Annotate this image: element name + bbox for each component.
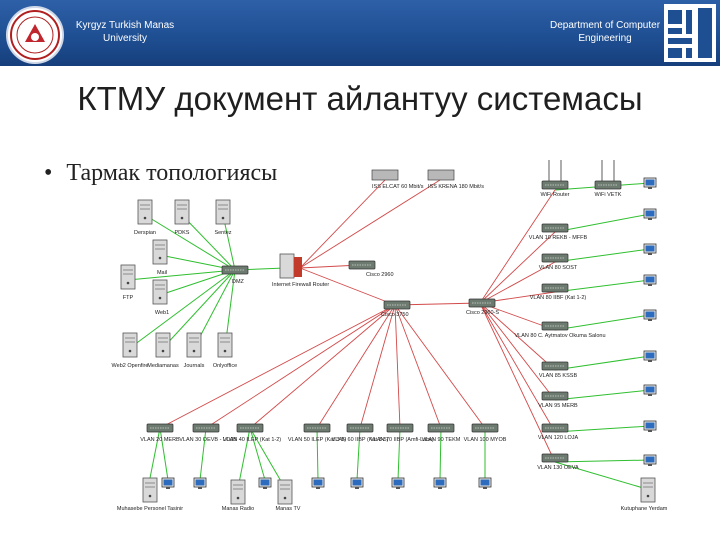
server-labels: Derspian PDKS Sentez Mail FTP Web1 Web2 … <box>112 230 238 369</box>
server-label: PDKS <box>175 230 190 236</box>
header-bar: Kyrgyz Turkish Manas University Departme… <box>0 0 720 66</box>
server-icon <box>217 332 233 358</box>
server-label: Journals <box>184 363 205 369</box>
server-icon <box>186 332 202 358</box>
client-label: Muhasebe Personel Tasinir <box>117 506 183 512</box>
core-label: Cisco 2960 <box>366 272 394 278</box>
server-label: Onlyoffice <box>213 363 237 369</box>
vlan-label: VLAN 60 IIBP (Kat 3-5) <box>332 437 389 443</box>
vlan-label: VLAN 80 SOST <box>539 265 578 271</box>
server-icon <box>122 332 138 358</box>
vlan-label: VLAN 30 OEVB - LOJB <box>179 437 237 443</box>
server-label: Sentez <box>214 230 231 236</box>
server-label: Derspian <box>134 230 156 236</box>
isp-label: ISS ELCAT 60 Mbit/s <box>372 184 424 190</box>
right-vlans: WiFi Router WiFi VETK VLAN 10 REKB - MFF… <box>515 160 622 471</box>
bottom-clients: Muhasebe Personel Tasinir Manas Radio Ma… <box>117 477 492 512</box>
bullet-text: Тармак топологиясы <box>66 160 278 186</box>
vlan-label: VLAN 85 KSSB <box>539 373 578 379</box>
bullet-item: • Тармак топологиясы <box>44 160 277 187</box>
dmz-label: DMZ <box>232 279 245 285</box>
vlan-label: VLAN 50 ILEP (Kat 3-5) <box>288 437 346 443</box>
vlan-label: VLAN 10 REKB - MFFB <box>529 235 588 241</box>
core-switches: Cisco 2960 Cisco 3750 Cisco 2960-S <box>348 260 499 318</box>
isp-label: ISS KRENA 180 Mbit/s <box>428 184 484 190</box>
server-icon <box>120 264 136 290</box>
red-links <box>159 179 556 463</box>
vlan-label: VLAN 80 IIBF (Kat 1-2) <box>530 295 587 301</box>
department-name: Department of Computer Engineering <box>549 20 661 44</box>
vlan-label: VLAN 40 ILEP (Kat 1-2) <box>223 437 281 443</box>
firewall-label: Internet Firewall Router <box>272 282 329 288</box>
server-label: FTP <box>123 295 134 301</box>
server-label: Web1 <box>155 310 169 316</box>
server-icon <box>215 199 231 225</box>
server-icon <box>174 199 190 225</box>
server-icon <box>137 199 153 225</box>
client-label: Manas TV <box>276 506 301 512</box>
client-label: Manas Radio <box>222 506 254 512</box>
vlan-label: VLAN 95 MERB <box>538 403 578 409</box>
vlan-label: VLAN 130 OEVA <box>537 465 579 471</box>
vlan-label: VLAN 80 C. Aytmatov Okuma Salonu <box>515 333 606 339</box>
university-name: Kyrgyz Turkish Manas University <box>75 20 175 44</box>
vlan-label: WiFi VETK <box>595 192 622 198</box>
vlan-label: VLAN 120 LOJA <box>538 435 579 441</box>
department-logo <box>664 4 716 62</box>
vlan-label: VLAN 20 MERB <box>140 437 180 443</box>
firewall-router: Internet Firewall Router <box>272 253 329 288</box>
page-title: КТМУ документ айлантуу системасы <box>77 80 643 117</box>
right-clients: Kutuphane Yerdam <box>621 177 668 512</box>
dmz-switch: DMZ <box>221 265 249 285</box>
core-label: Cisco 3750 <box>381 312 409 318</box>
bottom-vlan-switches: VLAN 20 MERB VLAN 30 OEVB - LOJB VLAN 40… <box>140 423 507 443</box>
bullet-dot: • <box>44 160 53 186</box>
server-icon <box>155 332 171 358</box>
core-label: Cisco 2960-S <box>466 310 499 316</box>
vlan-label: VLAN 100 MYOB <box>464 437 507 443</box>
vlan-label: VLAN 90 TEKM <box>422 437 461 443</box>
server-label: Web2 Openfire <box>112 363 149 369</box>
vlan-label: VLAN 70 IIBP (Amfi-Labs) <box>370 437 434 443</box>
server-icon <box>152 279 168 305</box>
server-label: Mediamanas <box>147 363 179 369</box>
green-links <box>127 182 651 491</box>
server-icon <box>152 239 168 265</box>
library-label: Kutuphane Yerdam <box>621 506 668 512</box>
isp-devices: ISS ELCAT 60 Mbit/s ISS KRENA 180 Mbit/s <box>371 169 484 190</box>
vlan-label: WiFi Router <box>540 192 569 198</box>
university-logo <box>6 6 64 64</box>
server-label: Mail <box>157 270 167 276</box>
